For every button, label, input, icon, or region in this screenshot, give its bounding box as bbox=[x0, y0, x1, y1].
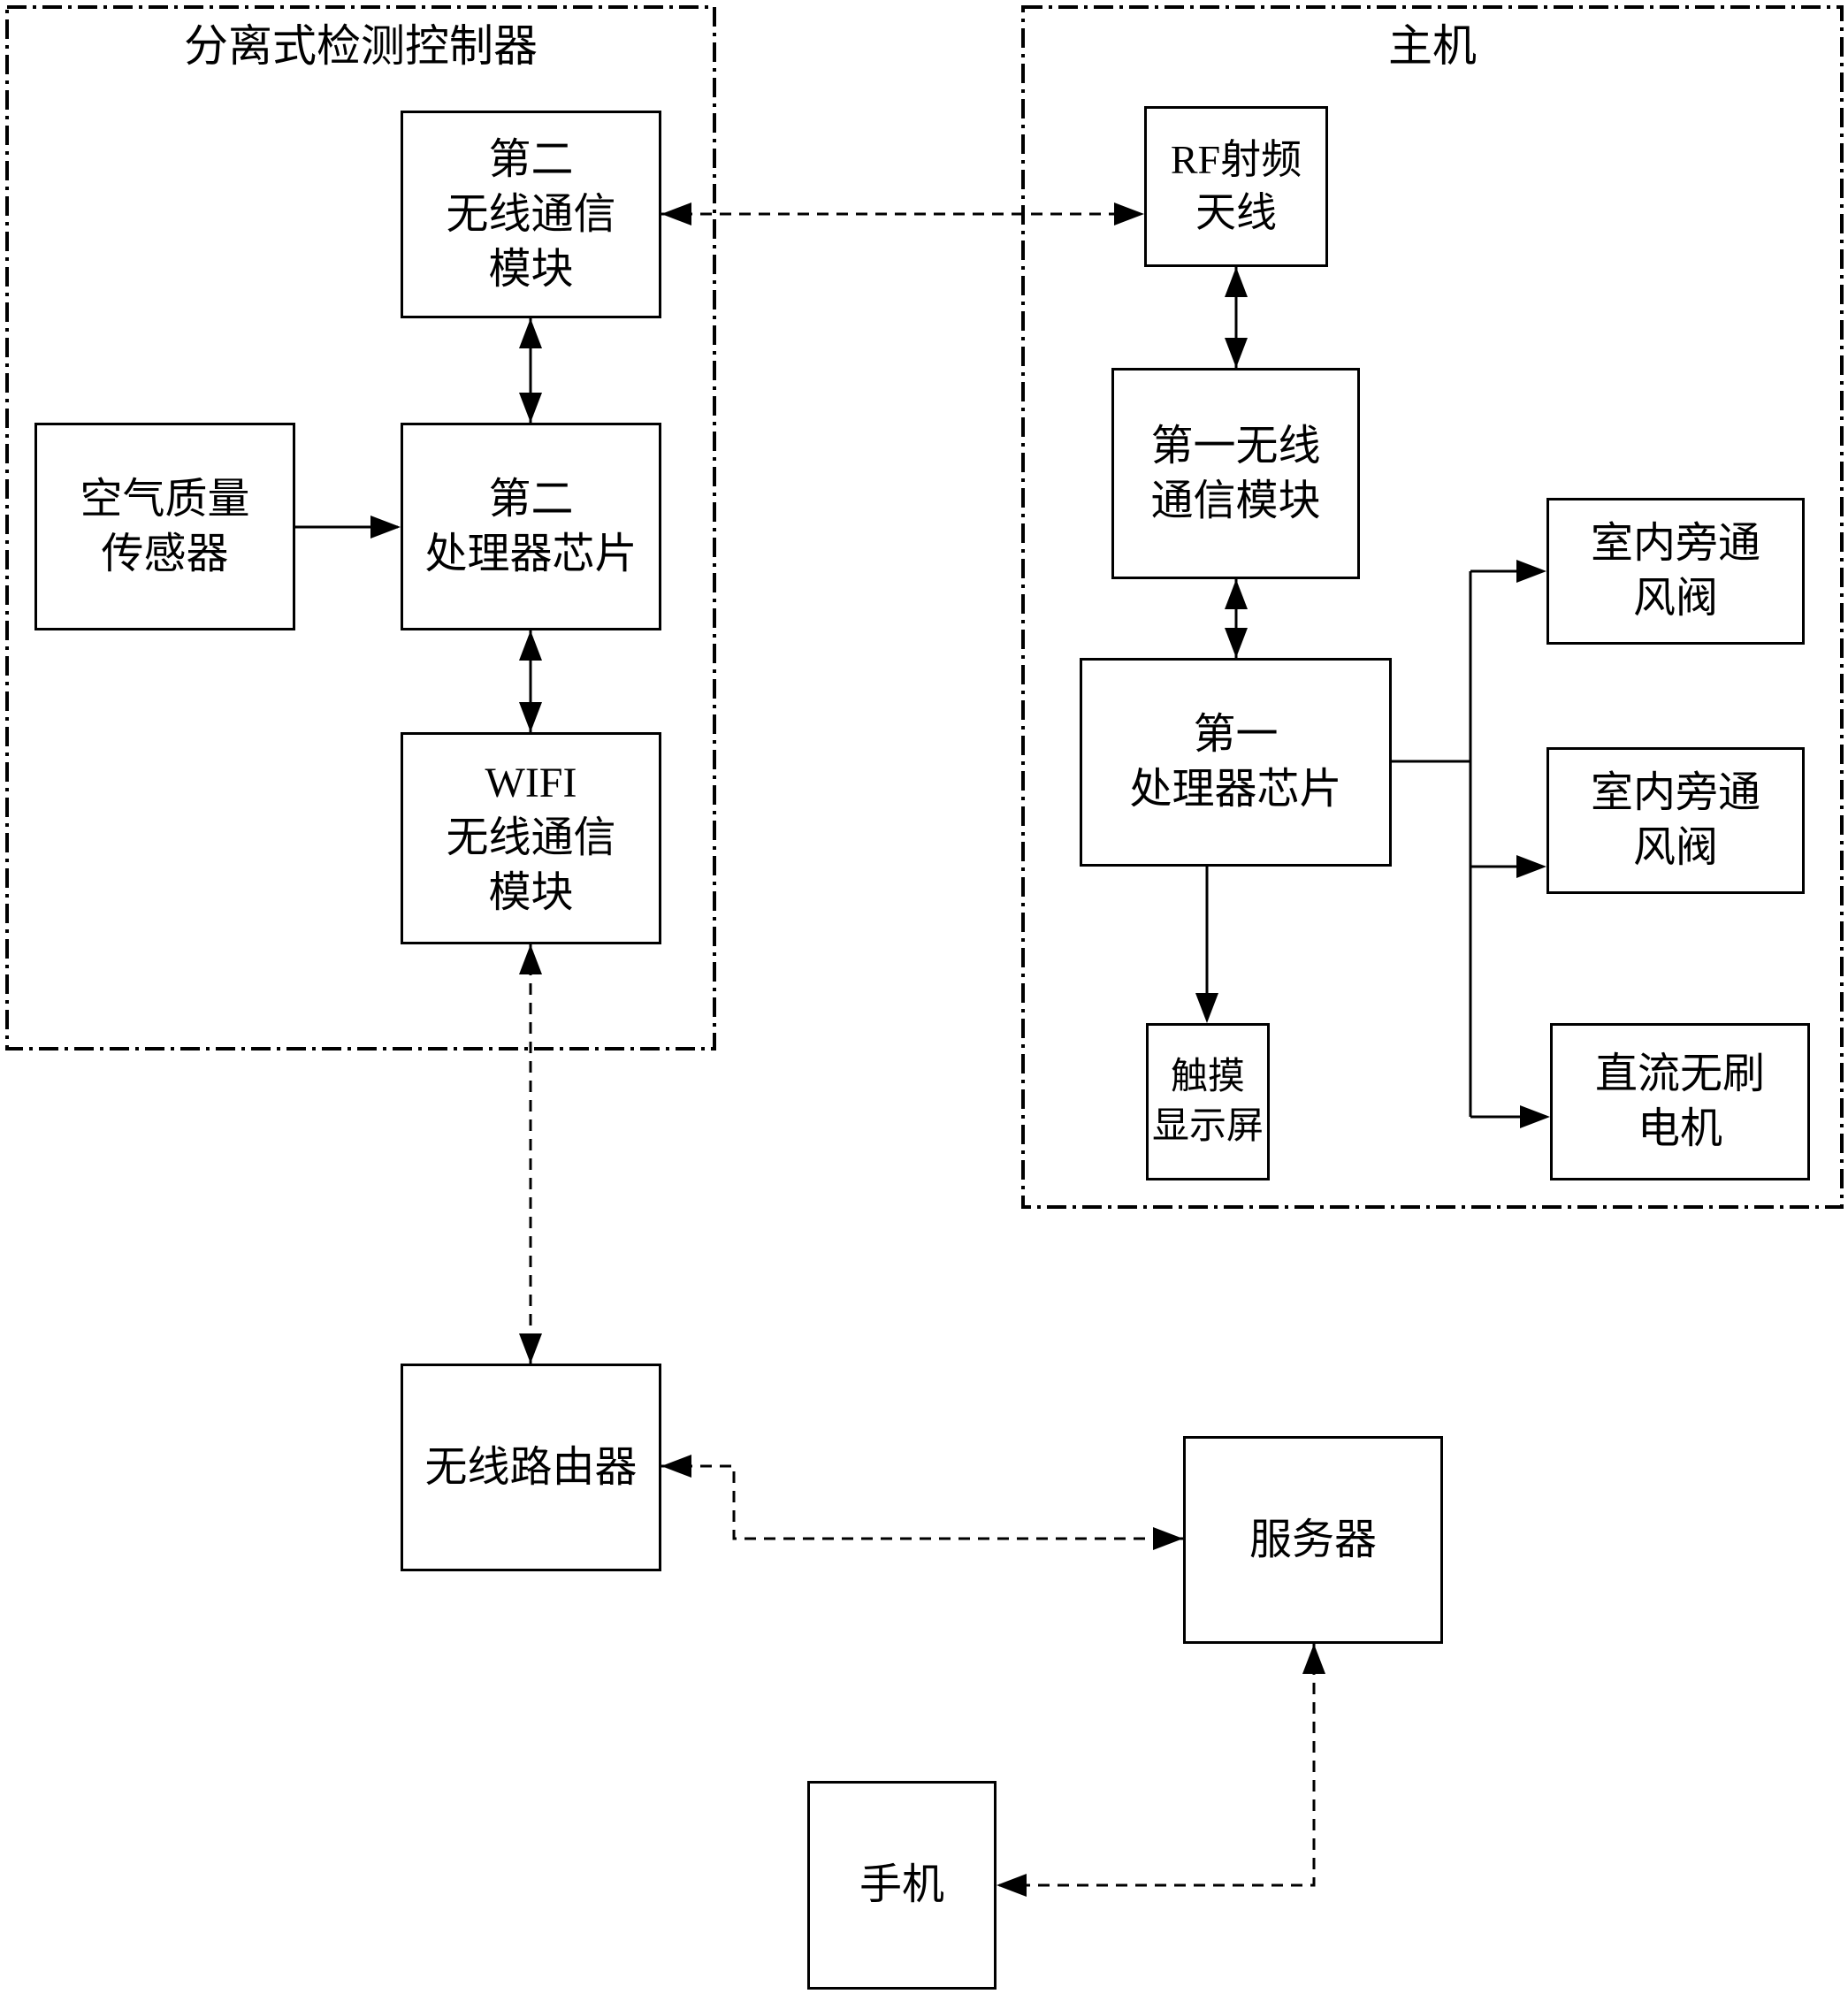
box-label-line: 室内旁通 bbox=[1590, 769, 1760, 816]
conn-router-server bbox=[661, 1455, 1183, 1550]
box-label-line: 传感器 bbox=[101, 530, 229, 577]
box-dc-brushless-motor: 直流无刷 电机 bbox=[1550, 1023, 1810, 1180]
conn-server-phone bbox=[997, 1644, 1325, 1897]
box-label-line: 直流无刷 bbox=[1594, 1050, 1765, 1097]
box-label-line: 模块 bbox=[488, 869, 574, 916]
detector-container-border bbox=[5, 5, 716, 1050]
box-label-line: 处理器芯片 bbox=[424, 530, 638, 577]
conn-module2-rf-antenna bbox=[661, 202, 1144, 225]
box-second-wireless-module: 第二 无线通信 模块 bbox=[401, 111, 661, 318]
detector-container-title: 分离式检测控制器 bbox=[184, 21, 538, 71]
box-rf-antenna: RF射频 天线 bbox=[1144, 106, 1328, 267]
box-label-line: RF射频 bbox=[1170, 137, 1302, 182]
box-label-line: 处理器芯片 bbox=[1129, 766, 1342, 813]
box-label-line: WIFI bbox=[485, 760, 577, 806]
box-first-processor-chip: 第一 处理器芯片 bbox=[1080, 658, 1392, 867]
box-first-wireless-module: 第一无线 通信模块 bbox=[1111, 368, 1360, 579]
box-label-line: 第一无线 bbox=[1150, 422, 1321, 470]
box-label-line: 第二 bbox=[488, 475, 574, 523]
box-label-line: 风阀 bbox=[1632, 824, 1718, 871]
conn-processor2-wifi bbox=[519, 630, 542, 732]
host-container-title: 主机 bbox=[1388, 21, 1477, 71]
host-container-border bbox=[1021, 5, 1844, 1209]
box-label-line: 服务器 bbox=[1249, 1516, 1377, 1563]
box-mobile-phone: 手机 bbox=[807, 1781, 997, 1990]
box-server: 服务器 bbox=[1183, 1436, 1443, 1644]
box-label-line: 电机 bbox=[1637, 1105, 1722, 1152]
box-label-line: 天线 bbox=[1195, 190, 1277, 235]
box-label-line: 室内旁通 bbox=[1590, 520, 1760, 567]
conn-wifi-router bbox=[519, 944, 542, 1364]
box-label-line: 第二 bbox=[488, 135, 574, 183]
box-label-line: 第一 bbox=[1193, 711, 1279, 758]
box-label-line: 空气质量 bbox=[80, 475, 250, 523]
box-wireless-router: 无线路由器 bbox=[401, 1364, 661, 1571]
conn-rf-module1 bbox=[1225, 267, 1248, 368]
box-label-line: 通信模块 bbox=[1150, 477, 1321, 524]
conn-processor1-actuators bbox=[1392, 560, 1550, 1128]
box-label-line: 风阀 bbox=[1632, 575, 1718, 622]
box-label-line: 模块 bbox=[488, 245, 574, 293]
box-label-line: 显示屏 bbox=[1151, 1106, 1264, 1147]
conn-sensor-processor2 bbox=[295, 516, 401, 539]
box-air-quality-sensor: 空气质量 传感器 bbox=[34, 423, 295, 630]
box-label-line: 无线路由器 bbox=[424, 1443, 638, 1491]
box-wifi-module: WIFI 无线通信 模块 bbox=[401, 732, 661, 944]
box-indoor-bypass-damper-1: 室内旁通 风阀 bbox=[1546, 498, 1805, 645]
box-label-line: 无线通信 bbox=[446, 190, 616, 238]
box-second-processor-chip: 第二 处理器芯片 bbox=[401, 423, 661, 630]
box-label-line: 触摸 bbox=[1170, 1057, 1245, 1097]
box-label-line: 手机 bbox=[859, 1861, 944, 1908]
conn-module1-processor1 bbox=[1225, 579, 1248, 658]
conn-module2-processor2 bbox=[519, 318, 542, 423]
box-label-line: 无线通信 bbox=[446, 814, 616, 861]
box-indoor-bypass-damper-2: 室内旁通 风阀 bbox=[1546, 747, 1805, 894]
conn-processor1-touchscreen bbox=[1195, 867, 1218, 1023]
box-touch-screen: 触摸 显示屏 bbox=[1146, 1023, 1270, 1180]
